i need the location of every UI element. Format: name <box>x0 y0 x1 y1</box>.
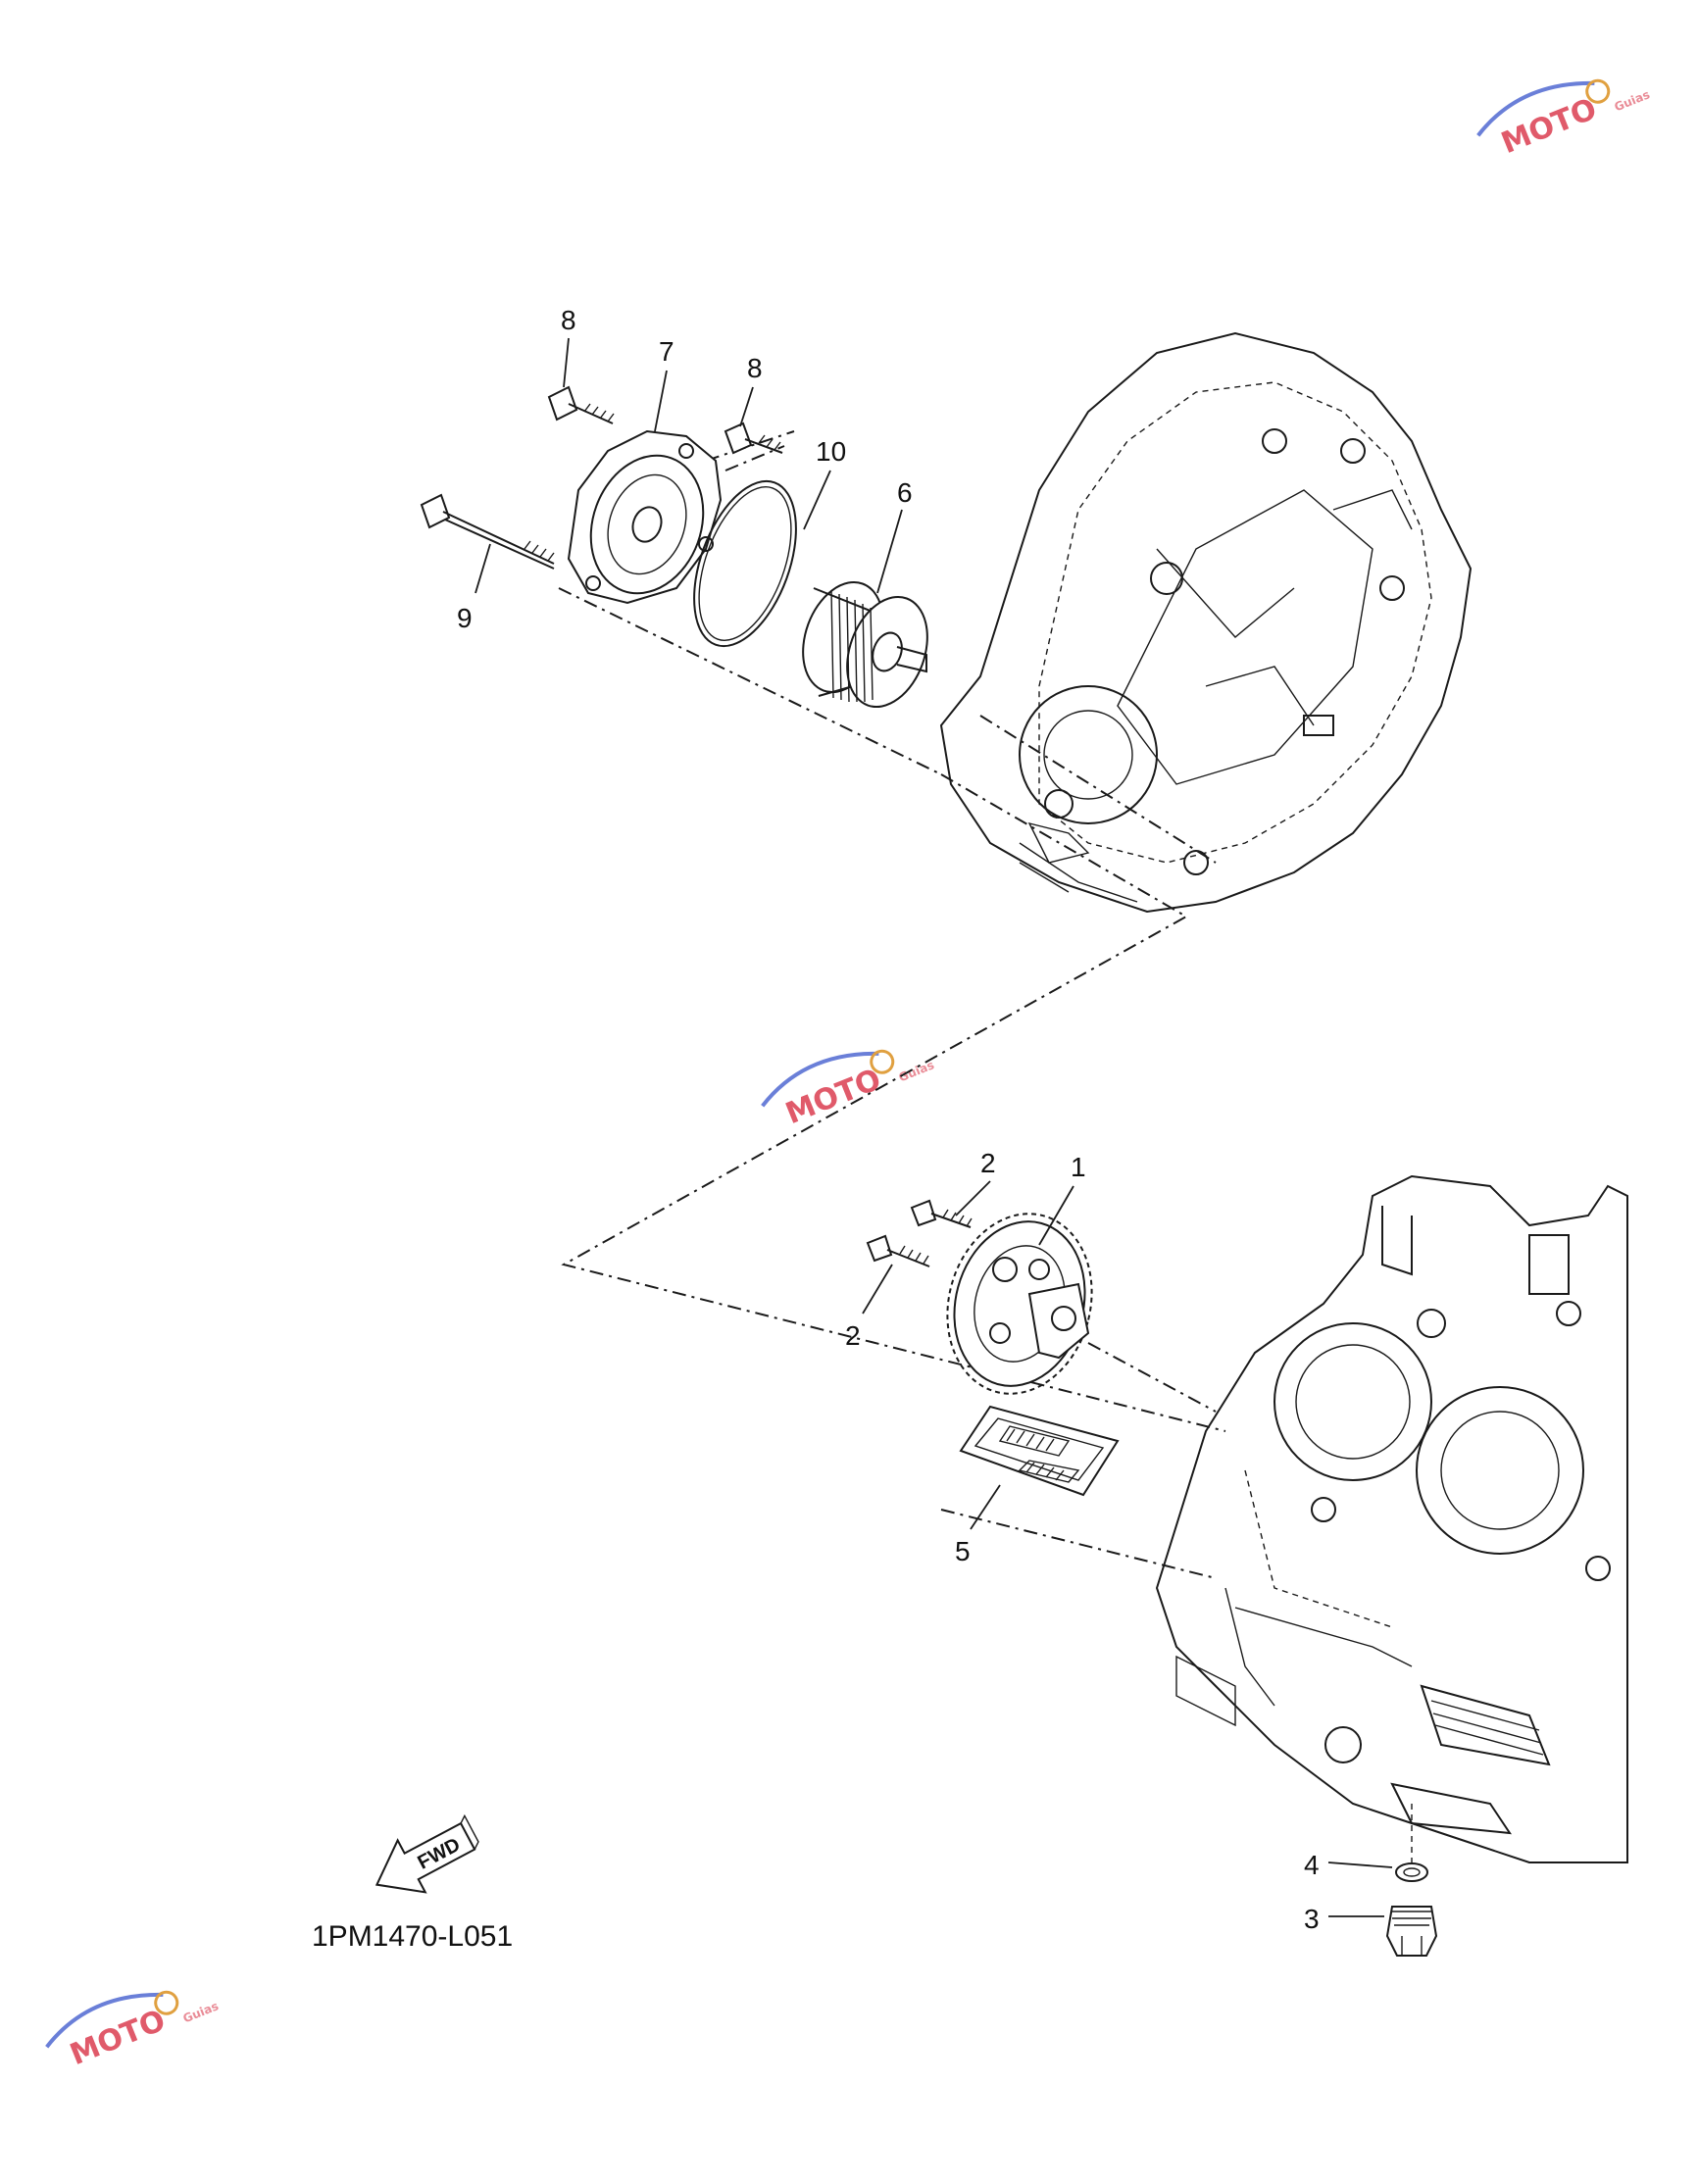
callout-1: 1 <box>1071 1152 1086 1182</box>
watermark-center: MOTO Guias <box>761 1049 936 1131</box>
bolt-9-long <box>420 493 555 570</box>
callout-2-lower: 2 <box>845 1320 861 1351</box>
callout-3: 3 <box>1304 1904 1320 1934</box>
drain-washer <box>1395 1862 1428 1882</box>
callout-6: 6 <box>897 477 913 508</box>
oil-filter-cover <box>567 429 723 605</box>
bolt-8-left <box>547 385 615 424</box>
bolt-8-right <box>724 422 783 455</box>
o-ring <box>693 479 797 648</box>
callout-5: 5 <box>955 1536 971 1566</box>
assembly-lines <box>558 430 1413 1862</box>
callout-7: 7 <box>659 336 674 367</box>
callout-10: 10 <box>816 436 846 467</box>
callout-4: 4 <box>1304 1850 1320 1880</box>
callout-2-upper: 2 <box>980 1148 996 1178</box>
svg-text:Guias: Guias <box>181 1999 221 2025</box>
fwd-direction-arrow: FWD <box>375 1813 479 1894</box>
oil-pump-gear <box>946 1213 1093 1395</box>
crankcase-cover-upper <box>939 331 1473 914</box>
watermark-bottom-left: MOTO Guias <box>45 1990 221 2072</box>
oil-strainer <box>959 1405 1120 1497</box>
pump-screw-upper <box>910 1199 973 1228</box>
callout-8-right: 8 <box>747 353 763 383</box>
svg-text:Guias: Guias <box>1613 87 1652 114</box>
callout-9: 9 <box>457 603 473 633</box>
crankcase-lower <box>1155 1174 1628 1863</box>
callout-labels: 8 7 8 10 6 9 2 1 2 5 4 3 <box>457 305 1320 1934</box>
oil-filter-element <box>802 580 928 709</box>
leader-lines <box>474 337 1393 1917</box>
figure-code: 1PM1470-L051 <box>312 1920 513 1953</box>
pump-screw-lower <box>866 1234 930 1267</box>
callout-8-left: 8 <box>561 305 576 335</box>
watermark-top-right: MOTO Guias <box>1476 78 1652 161</box>
drain-bolt <box>1385 1906 1438 1957</box>
svg-text:Guias: Guias <box>897 1058 936 1084</box>
